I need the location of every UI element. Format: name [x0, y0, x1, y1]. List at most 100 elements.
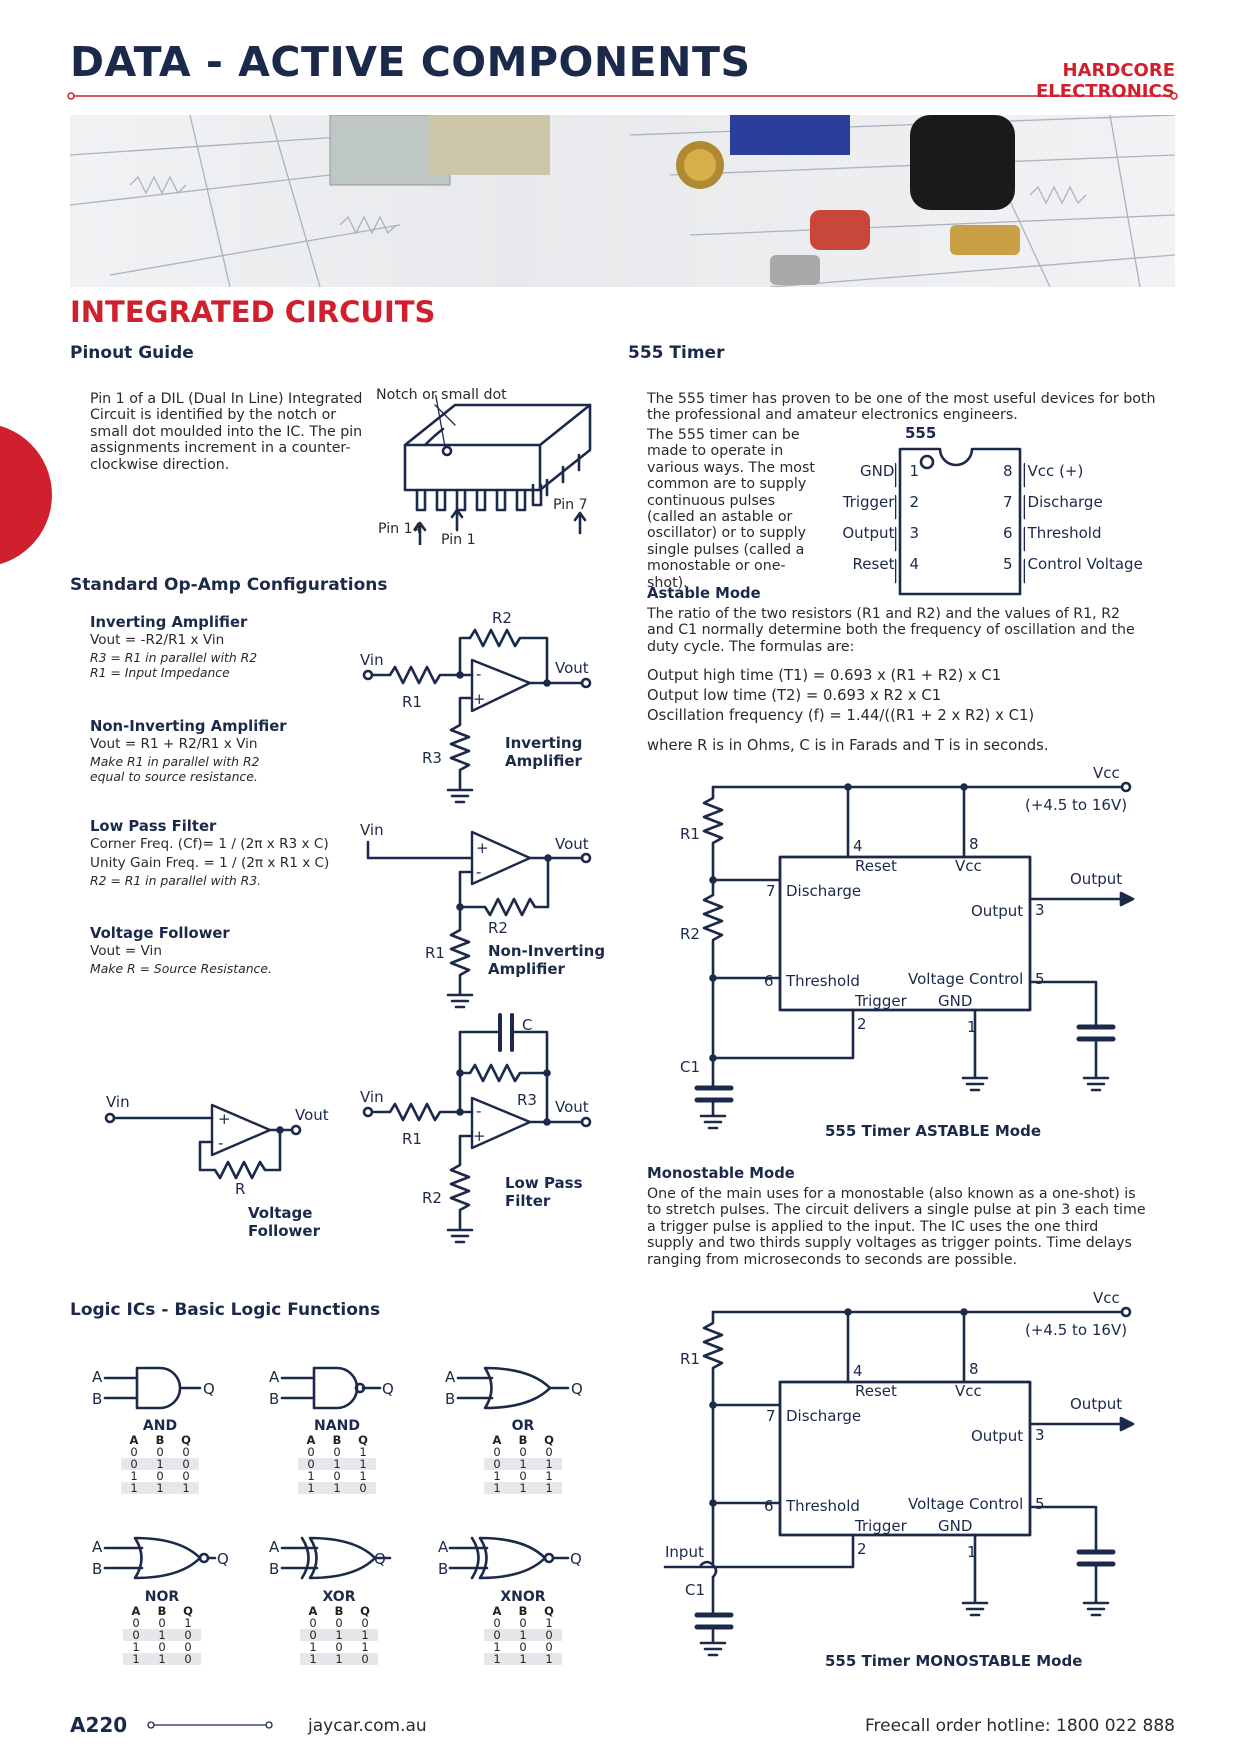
- lpf-formula-1: Corner Freq. (Cf)= 1 / (2π x R3 x C): [90, 836, 329, 852]
- pin-number: 1: [909, 462, 919, 480]
- trigger-label: Trigger: [854, 1517, 908, 1535]
- table-cell: 0: [156, 1445, 164, 1459]
- lpf-formula-2: Unity Gain Freq. = 1 / (2π x R1 x C): [90, 855, 330, 871]
- table-cell: 1: [173, 1482, 199, 1494]
- table-cell: 1: [352, 1629, 378, 1641]
- table-cell: 1: [309, 1640, 317, 1654]
- input-label: Input: [665, 1543, 704, 1561]
- vcc-pin-label: Vcc: [955, 857, 982, 875]
- output-pin-label: Output: [971, 902, 1023, 920]
- table-cell: 0: [173, 1458, 199, 1470]
- table-cell: 1: [510, 1458, 536, 1470]
- astable-heading: Astable Mode: [647, 585, 761, 602]
- input-b-label: B: [269, 1390, 279, 1408]
- pin6-num: 6: [764, 972, 774, 990]
- r1-label: R1: [402, 1130, 422, 1148]
- output-q-label: Q: [217, 1550, 229, 1568]
- table-cell: 0: [333, 1445, 341, 1459]
- vcc-label: Vcc: [1093, 764, 1120, 782]
- table-cell: 1: [298, 1482, 324, 1494]
- schematic-photo: [70, 115, 1175, 287]
- lpf-caption-1: Low Pass: [505, 1174, 583, 1192]
- threshold-label: Threshold: [785, 972, 860, 990]
- footer-rule: [147, 1721, 273, 1729]
- logic-gates-row-2: A B Q A B Q A B Q: [92, 1536, 582, 1580]
- vf-desc: Voltage Follower Vout = Vin Make R = Sou…: [90, 925, 350, 976]
- vin-label: Vin: [360, 821, 384, 839]
- table-cell: 1: [149, 1629, 175, 1641]
- table-cell: 1: [147, 1458, 173, 1470]
- hotline-text: Freecall order hotline: 1800 022 888: [864, 1716, 1175, 1736]
- table-cell: 0: [156, 1469, 164, 1483]
- site-link[interactable]: jaycar.com.au: [308, 1716, 427, 1736]
- table-cell: 0: [333, 1469, 341, 1483]
- timer-intro: The 555 timer has proven to be one of th…: [647, 391, 1156, 424]
- table-cell: 0: [545, 1640, 553, 1654]
- table-cell: 1: [484, 1653, 510, 1665]
- table-cell: 0: [545, 1445, 553, 1459]
- r3-label: R3: [422, 749, 442, 767]
- noninv-note-2: equal to source resistance.: [90, 769, 258, 784]
- table-cell: 0: [484, 1629, 510, 1641]
- input-b-label: B: [438, 1560, 448, 1578]
- inverting-title: Inverting Amplifier: [90, 614, 248, 631]
- pin5-num: 5: [1035, 1495, 1045, 1513]
- minus-label: -: [218, 1134, 223, 1152]
- gate-name: NAND: [314, 1418, 360, 1434]
- table-cell: 1: [493, 1469, 501, 1483]
- header-photo: [70, 115, 1175, 287]
- gate-name: OR: [511, 1418, 535, 1434]
- noninv-note-1: Make R1 in parallel with R2: [90, 754, 260, 769]
- pin7-label: Pin 7: [553, 497, 588, 513]
- pin7-num: 7: [766, 882, 776, 900]
- vf-caption-1: Voltage: [248, 1204, 312, 1222]
- output-pin-label: Output: [971, 1427, 1023, 1445]
- lpf-caption-2: Filter: [505, 1192, 551, 1210]
- column-b: B: [334, 1604, 344, 1618]
- column-q: Q: [544, 1433, 554, 1447]
- pinout-text: Pin 1 of a DIL (Dual In Line) Integrated…: [90, 391, 363, 473]
- vf-formula: Vout = Vin: [90, 943, 162, 959]
- r-label: R: [235, 1180, 245, 1198]
- inverting-desc: Inverting Amplifier Vout = -R2/R1 x Vin …: [90, 614, 350, 680]
- input-b-label: B: [92, 1560, 102, 1578]
- table-cell: 0: [335, 1616, 343, 1630]
- minus-label: -: [476, 665, 481, 683]
- pin3-num: 3: [1035, 901, 1045, 919]
- table-cell: 1: [510, 1629, 536, 1641]
- table-cell: 1: [324, 1482, 350, 1494]
- table-cell: 1: [493, 1640, 501, 1654]
- output-label: Output: [1070, 1395, 1122, 1413]
- discharge-label: Discharge: [786, 1407, 861, 1425]
- pin8-num: 8: [969, 835, 979, 853]
- gate-name: AND: [142, 1418, 178, 1434]
- output-label: Output: [1070, 870, 1122, 888]
- r2-label: R2: [422, 1189, 442, 1207]
- inverting-formula: Vout = -R2/R1 x Vin: [90, 632, 225, 648]
- pin-number: 8: [1003, 462, 1013, 480]
- vin-label: Vin: [360, 651, 384, 669]
- column-b: B: [518, 1433, 528, 1447]
- side-tab: [0, 425, 52, 565]
- pin-name: Threshold: [1027, 524, 1102, 542]
- column-a: A: [492, 1604, 502, 1618]
- r1-label: R1: [402, 693, 422, 711]
- table-cell: 1: [510, 1653, 536, 1665]
- table-cell: 1: [545, 1616, 553, 1630]
- table-cell: 0: [519, 1616, 527, 1630]
- table-cell: 0: [158, 1640, 166, 1654]
- column-b: B: [332, 1433, 342, 1447]
